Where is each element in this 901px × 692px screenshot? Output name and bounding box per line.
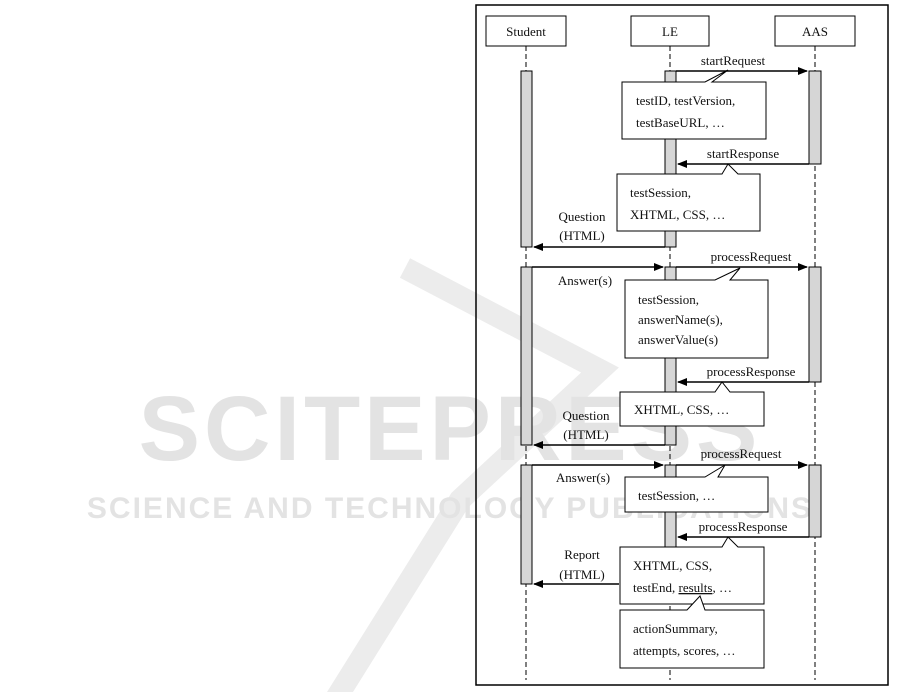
note-process-response-2-line-1: XHTML, CSS, — [633, 558, 712, 573]
label-report: Report — [564, 547, 600, 562]
label-process-response-2: processResponse — [699, 519, 788, 534]
note-process-request-2: testSession, … — [624, 464, 769, 513]
participant-aas-label: AAS — [802, 24, 828, 39]
participant-le-label: LE — [662, 24, 678, 39]
activation-aas-3 — [808, 464, 822, 538]
note-process-response-2-line-2: testEnd, results, … — [633, 580, 732, 595]
note-start-request: testID, testVersion, testBaseURL, … — [621, 69, 767, 140]
diagram-frame — [475, 4, 889, 686]
note-start-response: testSession, XHTML, CSS, … — [616, 163, 761, 232]
label-process-request-1: processRequest — [711, 249, 792, 264]
note-process-response-1-line-1: XHTML, CSS, … — [634, 402, 729, 417]
note-process-request-2-line-1: testSession, … — [638, 488, 715, 503]
participant-aas-box — [774, 15, 856, 47]
note-process-response-2-results: results — [679, 580, 713, 595]
label-answer-1: Answer(s) — [558, 273, 612, 288]
note-start-response-line-1: testSession, — [630, 185, 691, 200]
note-process-request-1-line-1: testSession, — [638, 292, 699, 307]
activation-student-2 — [520, 266, 533, 446]
note-start-response-box — [616, 163, 761, 232]
note-start-request-box — [621, 69, 767, 140]
label-question-1: Question — [559, 209, 606, 224]
activation-le-1 — [664, 70, 677, 248]
note-process-response-2: XHTML, CSS, testEnd, results, … — [619, 536, 765, 605]
note-process-response-1: XHTML, CSS, … — [619, 381, 765, 427]
activation-student-1 — [520, 70, 533, 248]
note-process-request-1-line-2: answerName(s), — [638, 312, 723, 327]
label-question-2-html: (HTML) — [563, 427, 609, 442]
label-question-1-html: (HTML) — [559, 228, 605, 243]
note-process-request-2-box — [624, 464, 769, 513]
note-start-request-line-2: testBaseURL, … — [636, 115, 725, 130]
note-process-request-1-box — [624, 267, 769, 359]
label-start-response: startResponse — [707, 146, 779, 161]
note-results-detail-box — [619, 595, 765, 669]
note-process-response-1-box — [619, 381, 765, 427]
note-results-detail-line-2: attempts, scores, … — [633, 643, 736, 658]
note-process-request-1-line-3: answerValue(s) — [638, 332, 718, 347]
participant-le-box — [630, 15, 710, 47]
activation-aas-1 — [808, 70, 822, 165]
participant-student-label: Student — [506, 24, 546, 39]
note-process-response-2-testend: testEnd, — [633, 580, 679, 595]
note-results-detail: actionSummary, attempts, scores, … — [619, 595, 765, 669]
activation-student-3 — [520, 464, 533, 585]
note-results-detail-line-1: actionSummary, — [633, 621, 718, 636]
note-process-response-2-ellipsis: , … — [712, 580, 732, 595]
label-answer-2: Answer(s) — [556, 470, 610, 485]
label-process-request-2: processRequest — [701, 446, 782, 461]
label-question-2: Question — [563, 408, 610, 423]
note-start-response-line-2: XHTML, CSS, … — [630, 207, 725, 222]
note-process-response-2-box — [619, 536, 765, 605]
activation-aas-2 — [808, 266, 822, 383]
note-process-request-1: testSession, answerName(s), answerValue(… — [624, 267, 769, 359]
label-report-html: (HTML) — [559, 567, 605, 582]
label-start-request: startRequest — [701, 53, 766, 68]
note-start-request-line-1: testID, testVersion, — [636, 93, 735, 108]
label-process-response-1: processResponse — [707, 364, 796, 379]
